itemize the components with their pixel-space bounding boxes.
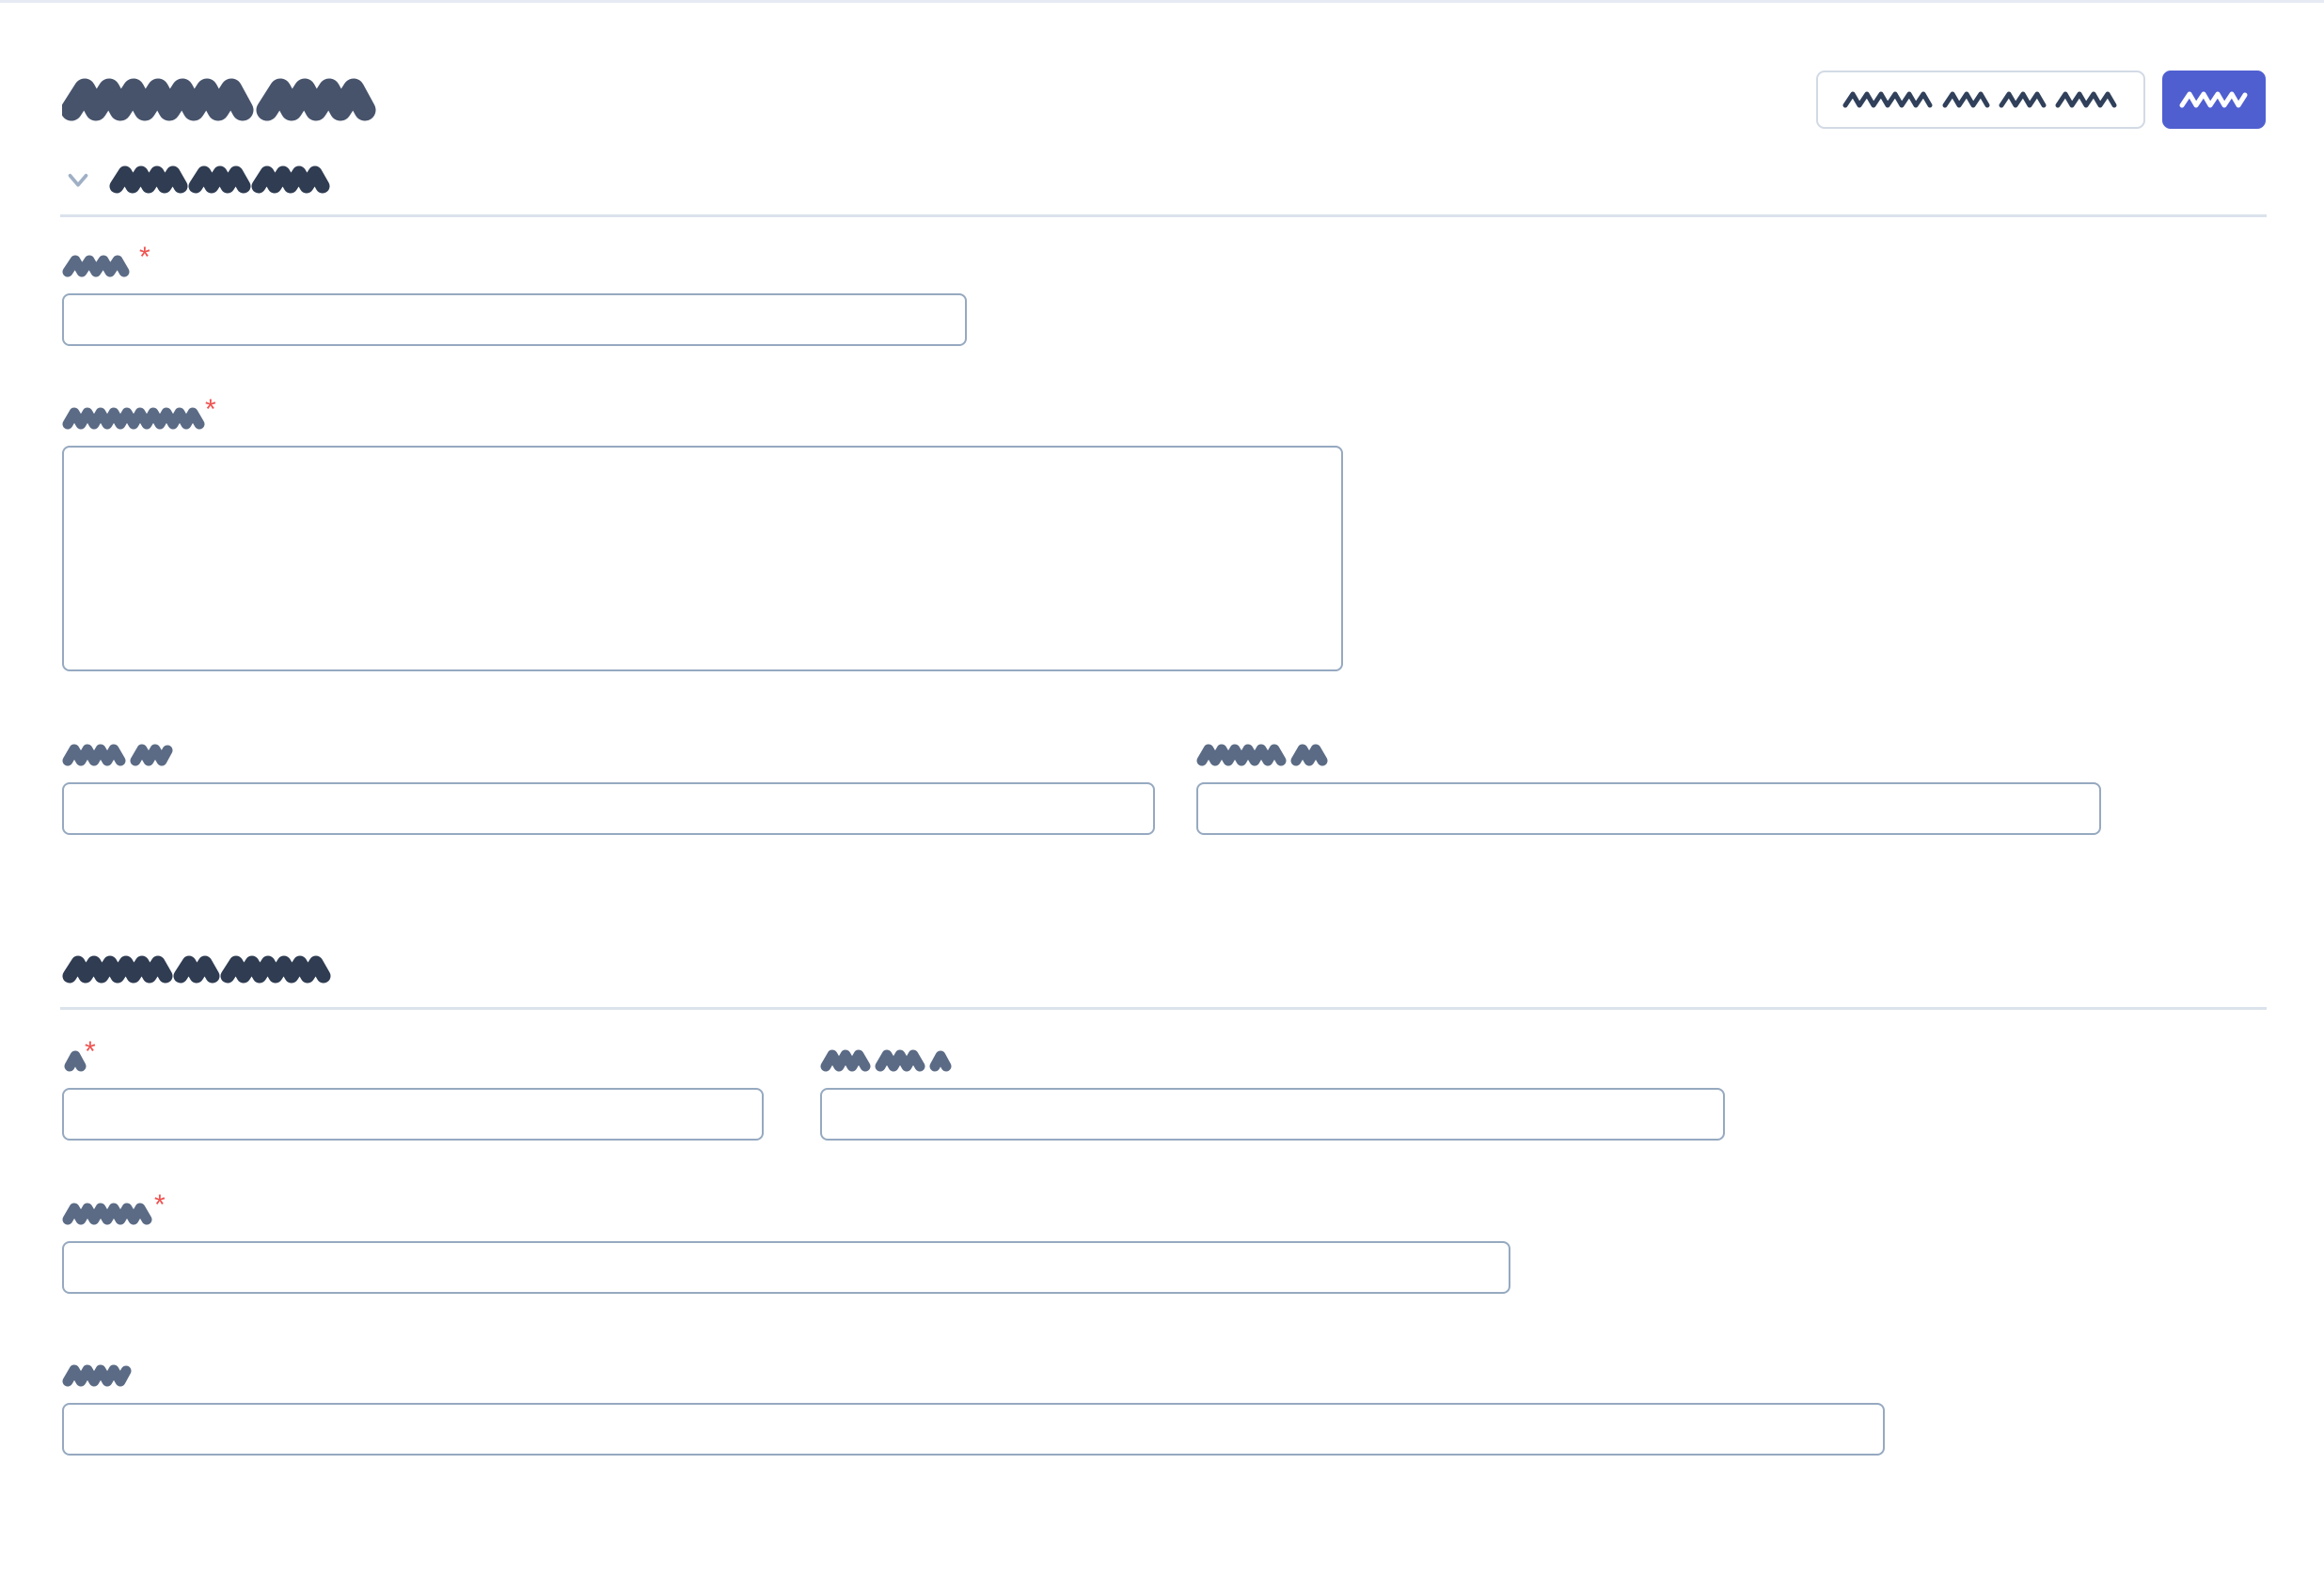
- field-7-input[interactable]: [62, 1241, 1510, 1294]
- section-two-divider: [60, 1007, 2267, 1010]
- field-6-label: [820, 1047, 954, 1075]
- field-1-label: *: [62, 244, 150, 280]
- field-3: [62, 741, 1155, 835]
- field-2-textarea[interactable]: [62, 446, 1343, 671]
- field-7-label-scribble: [62, 1203, 152, 1225]
- section-two-title-scribble: [62, 955, 331, 984]
- section-one-header[interactable]: [0, 158, 2324, 201]
- field-6-label-scribble: [820, 1049, 952, 1072]
- field-7-required-marker: *: [154, 1189, 166, 1220]
- field-3-label-scribble: [62, 744, 173, 766]
- page-title: [60, 76, 382, 125]
- field-5-label-scribble: [64, 1050, 87, 1072]
- field-4: [1196, 741, 2101, 835]
- field-8-label-scribble: [62, 1364, 132, 1387]
- field-1-label-scribble: [62, 255, 130, 277]
- field-4-input[interactable]: [1196, 782, 2101, 835]
- primary-button[interactable]: [2162, 71, 2266, 129]
- secondary-button-label-scribble: [1842, 91, 2117, 108]
- field-5: *: [62, 1038, 764, 1141]
- field-8-input[interactable]: [62, 1403, 1885, 1456]
- field-2-label-scribble: [62, 407, 205, 430]
- section-one: * *: [0, 158, 2324, 835]
- field-4-label-scribble: [1196, 744, 1328, 766]
- field-6: [820, 1047, 1725, 1141]
- primary-button-label-scribble: [2179, 91, 2248, 108]
- page-title-scribble: [60, 78, 376, 121]
- field-7-label: *: [62, 1191, 166, 1228]
- section-one-divider: [60, 214, 2267, 217]
- field-8-label: [62, 1362, 132, 1390]
- field-2: *: [62, 396, 1343, 671]
- chevron-down-icon[interactable]: [62, 164, 94, 196]
- field-1: *: [62, 244, 967, 346]
- section-two-title: [62, 953, 331, 985]
- page-header: [0, 3, 2324, 158]
- field-8: [62, 1362, 1885, 1456]
- header-actions: [1816, 71, 2266, 129]
- section-one-title-scribble: [109, 165, 330, 194]
- field-3-input[interactable]: [62, 782, 1155, 835]
- field-5-input[interactable]: [62, 1088, 764, 1141]
- field-7: *: [62, 1191, 1510, 1294]
- field-5-required-marker: *: [85, 1036, 96, 1067]
- section-two-header[interactable]: [0, 948, 2324, 991]
- field-6-input[interactable]: [820, 1088, 1725, 1141]
- field-5-label: *: [62, 1038, 96, 1075]
- section-one-title: [109, 164, 331, 196]
- secondary-button[interactable]: [1816, 71, 2145, 129]
- field-1-input[interactable]: [62, 293, 967, 346]
- field-1-required-marker: *: [139, 242, 150, 273]
- field-4-label: [1196, 741, 1330, 769]
- section-two: *: [0, 948, 2324, 1456]
- field-2-required-marker: *: [205, 394, 216, 425]
- field-2-label: *: [62, 396, 216, 433]
- field-3-label: [62, 741, 173, 769]
